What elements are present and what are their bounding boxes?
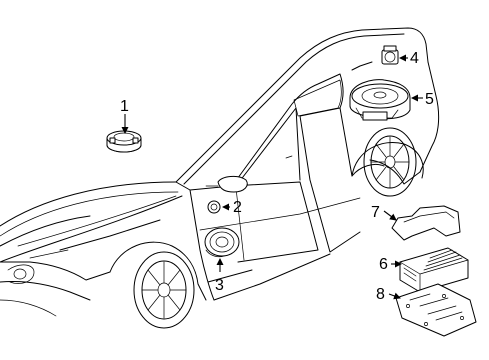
callout-4-label: 4: [410, 50, 419, 67]
callout-7-label: 7: [371, 204, 380, 221]
callout-5: 5: [411, 91, 434, 108]
callout-4: 4: [399, 50, 419, 67]
callout-5-label: 5: [425, 91, 434, 108]
callout-2: 2: [222, 199, 242, 216]
callout-8: 8: [376, 286, 401, 303]
callout-3-label: 3: [215, 277, 224, 294]
callout-3: 3: [215, 258, 224, 294]
callout-6: 6: [379, 256, 402, 273]
callout-2-label: 2: [233, 199, 242, 216]
part-7-bracket: [391, 205, 461, 241]
part-6-amplifier: [399, 247, 469, 293]
part-3-door-speaker: [204, 227, 240, 258]
vehicle-outline: [0, 27, 440, 329]
callout-1-label: 1: [120, 98, 129, 115]
callout-8-label: 8: [376, 286, 385, 303]
callout-7: 7: [371, 204, 397, 221]
part-2-tweeter: [207, 200, 221, 214]
callout-1: 1: [120, 98, 129, 134]
part-4-speaker: [381, 45, 399, 65]
part-8-mounting-plate: [395, 283, 477, 337]
part-1-speaker: [106, 130, 142, 153]
callout-6-label: 6: [379, 256, 388, 273]
part-5-subwoofer: [349, 79, 411, 121]
